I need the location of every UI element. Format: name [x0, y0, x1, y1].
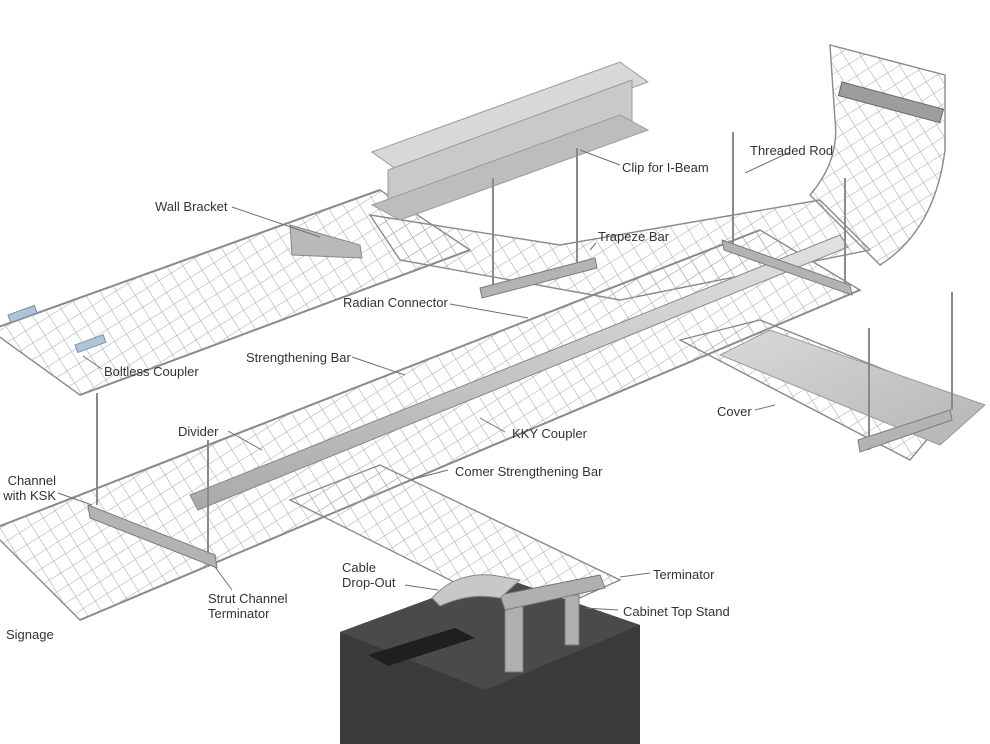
- label-strut-channel-terminator-text: Strut Channel Terminator: [208, 591, 288, 621]
- strut-channels: [87, 239, 953, 569]
- label-cable-drop-out-text: Cable Drop-Out: [342, 560, 396, 590]
- label-strut-channel-terminator: Strut Channel Terminator: [208, 591, 308, 621]
- cable-drop-out: [431, 574, 522, 607]
- label-terminator: Terminator: [653, 567, 715, 582]
- label-kky-coupler: KKY Coupler: [512, 426, 587, 441]
- label-trapeze-bar: Trapeze Bar: [598, 229, 670, 244]
- boltless-couplers: [7, 304, 107, 354]
- threaded-rods: [96, 132, 953, 555]
- label-signage: Signage: [6, 627, 54, 642]
- label-channel-with-ksk-text: Channel with KSK: [3, 473, 56, 503]
- lower-branch-tray: [288, 464, 622, 621]
- label-channel-with-ksk: Channel with KSK: [0, 473, 56, 503]
- upper-left-tray: [0, 189, 472, 396]
- label-clip-for-ibeam: Clip for I-Beam: [622, 160, 709, 175]
- label-cable-drop-out: Cable Drop-Out: [342, 560, 408, 590]
- label-cover: Cover: [717, 404, 752, 419]
- label-corner-strengthening-bar: Comer Strengthening Bar: [455, 464, 603, 479]
- label-strengthening-bar: Strengthening Bar: [246, 350, 351, 365]
- label-threaded-rod: Threaded Rod: [750, 143, 834, 158]
- leader-lines: [57, 149, 791, 611]
- cabinet: [340, 575, 640, 744]
- cabinet-top-stands: [499, 574, 606, 673]
- vertical-bend-tray: [809, 44, 946, 266]
- i-beam: [370, 61, 650, 221]
- label-cabinet-top-stand: Cabinet Top Stand: [623, 604, 730, 619]
- label-wall-bracket: Wall Bracket: [155, 199, 228, 214]
- label-boltless-coupler: Boltless Coupler: [104, 364, 199, 379]
- label-divider: Divider: [178, 424, 219, 439]
- cover-plate: [718, 329, 986, 446]
- divider-bar: [189, 234, 849, 511]
- label-radian-connector: Radian Connector: [343, 295, 448, 310]
